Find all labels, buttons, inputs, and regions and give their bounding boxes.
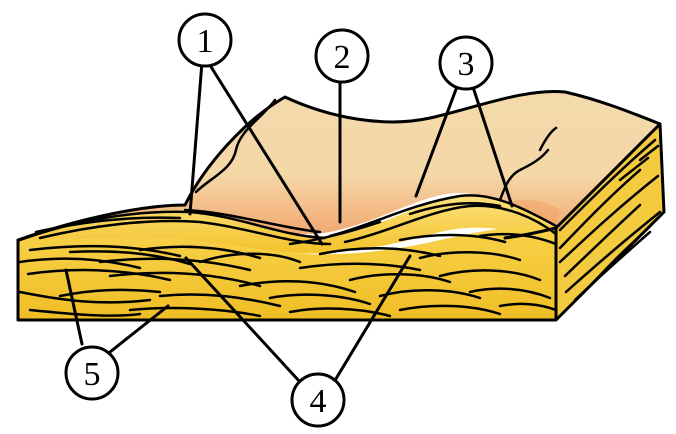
callout-4: 4: [292, 374, 344, 426]
callout-5: 5: [66, 347, 118, 399]
callout-2: 2: [316, 30, 368, 82]
callout-5-label: 5: [84, 356, 101, 393]
callout-3: 3: [440, 37, 492, 89]
callout-3-label: 3: [458, 46, 475, 83]
callout-2-label: 2: [334, 39, 351, 76]
callout-1-label: 1: [197, 23, 214, 60]
callout-4-label: 4: [310, 383, 327, 420]
callout-1: 1: [179, 14, 231, 66]
